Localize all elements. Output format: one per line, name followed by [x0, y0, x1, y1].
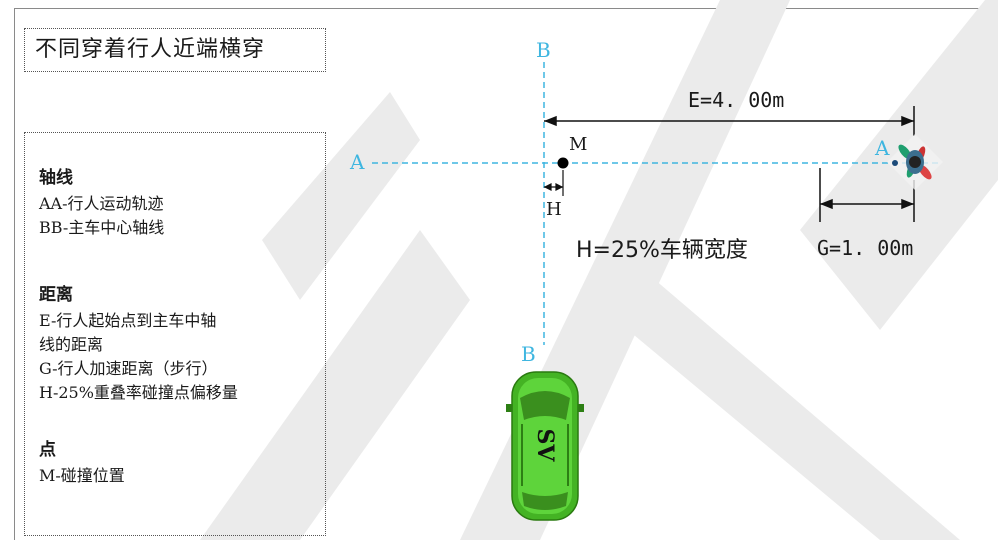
dimension-h-label: H	[546, 199, 562, 220]
axis-b-bottom-label: B	[521, 342, 536, 366]
vehicle-sv-icon	[506, 371, 584, 521]
legend-item: H-25%重叠率碰撞点偏移量	[39, 383, 238, 402]
dimension-e-label: E=4. 00m	[688, 88, 785, 112]
dimension-g-label: G=1. 00m	[817, 236, 914, 260]
dimension-h	[543, 170, 564, 196]
legend-group-axis: 轴线 AA-行人运动轨迹 BB-主车中心轴线	[39, 163, 311, 240]
dimension-e	[543, 106, 915, 136]
diagram-frame	[14, 8, 998, 540]
pedestrian-icon	[887, 134, 943, 190]
legend-item: E-行人起始点到主车中轴	[39, 311, 217, 330]
legend-panel: 轴线 AA-行人运动轨迹 BB-主车中心轴线 距离 E-行人起始点到主车中轴 线…	[24, 132, 326, 536]
axis-a-left-label: A	[350, 150, 365, 174]
collision-point-m	[557, 157, 569, 169]
offset-note-label: H=25%车辆宽度	[576, 238, 748, 263]
axis-a-right-label: A	[875, 136, 890, 160]
legend-heading-distance: 距离	[39, 285, 73, 305]
vehicle-sv-label: SV	[532, 428, 558, 462]
legend-item: AA-行人运动轨迹	[39, 194, 164, 213]
legend-item: 线的距离	[39, 335, 104, 354]
legend-heading-point: 点	[39, 440, 56, 460]
legend-item: M-碰撞位置	[39, 466, 125, 485]
legend-group-point: 点 M-碰撞位置	[39, 435, 311, 488]
legend-item: G-行人加速距离（步行）	[39, 359, 218, 378]
legend-heading-axis: 轴线	[39, 168, 73, 188]
page-title: 不同穿着行人近端横穿	[24, 28, 326, 72]
legend-item: BB-主车中心轴线	[39, 218, 165, 237]
axis-b-top-label: B	[536, 38, 551, 62]
legend-group-distance: 距离 E-行人起始点到主车中轴 线的距离 G-行人加速距离（步行） H-25%重…	[39, 280, 311, 405]
point-m-label: M	[569, 134, 588, 155]
